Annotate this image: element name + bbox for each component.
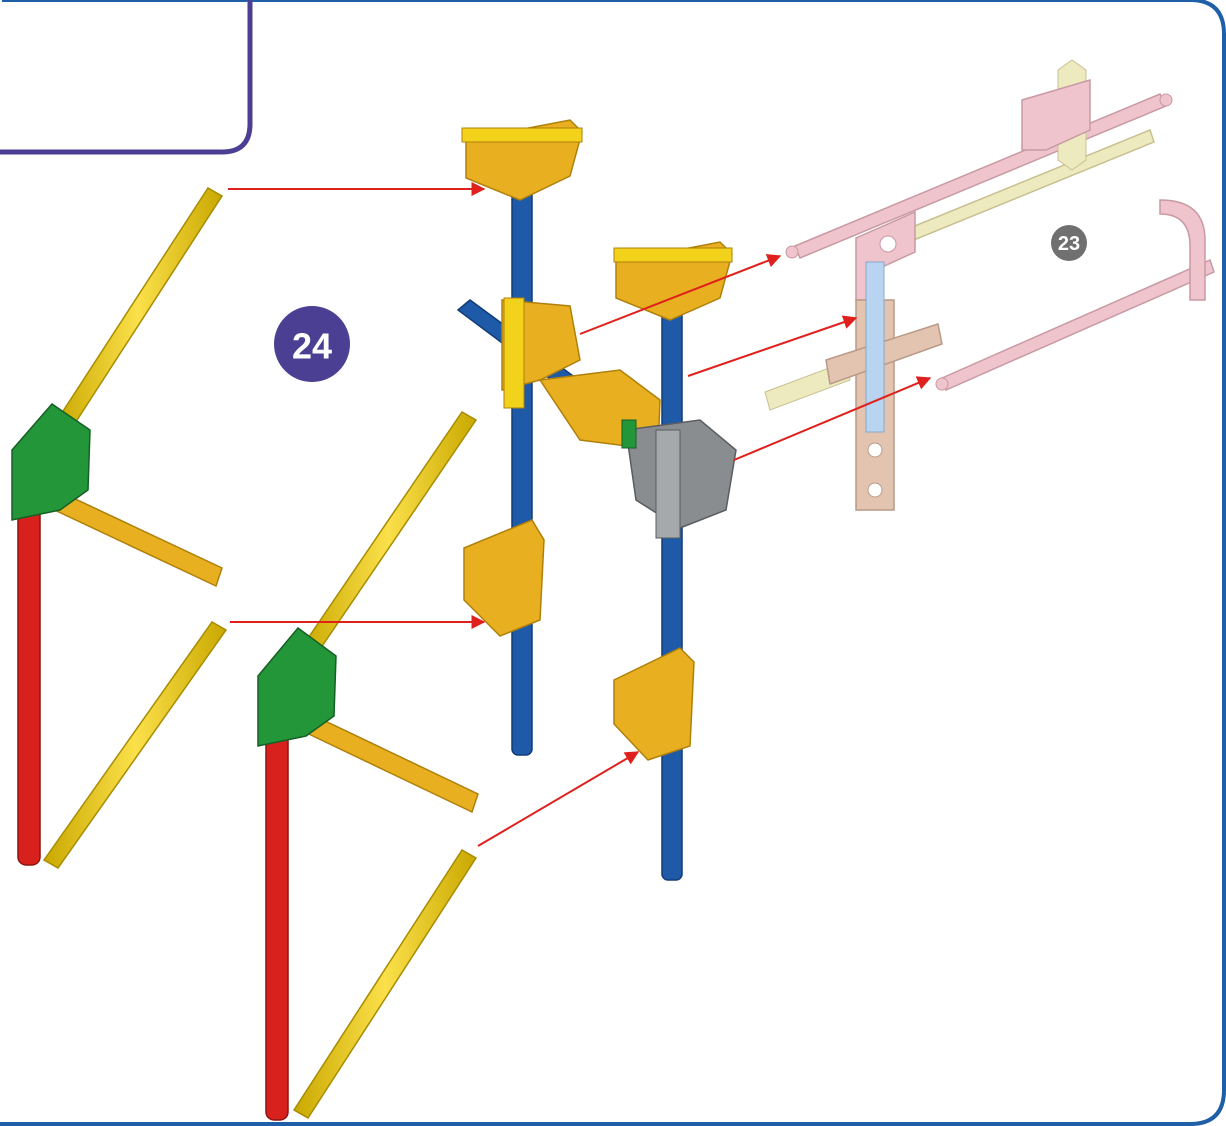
step-24-badge: 24 <box>274 306 350 382</box>
yellow-rod-icon <box>52 186 224 436</box>
green-connector-icon <box>11 403 91 521</box>
left-assembly <box>11 186 228 869</box>
middle-assembly <box>257 411 479 1121</box>
callout-box <box>0 0 253 155</box>
step-24-number: 24 <box>292 326 332 367</box>
gray-connector-icon <box>625 419 737 539</box>
green-connector-icon <box>621 419 637 449</box>
orange-connector-icon <box>461 119 733 761</box>
step-23-badge: 23 <box>1051 225 1087 261</box>
green-connector-icon <box>257 626 337 747</box>
step-23-number: 23 <box>1058 233 1080 255</box>
previous-model-assembly: 23 <box>764 59 1215 511</box>
lightblue-rod-icon <box>865 261 885 433</box>
yellow-rod-icon <box>45 486 223 588</box>
red-arrow-icon <box>228 182 932 847</box>
yellow-rod-icon <box>42 621 228 869</box>
red-rod-icon <box>265 719 289 1121</box>
yellow-rod-icon <box>292 848 478 1120</box>
red-rod-icon <box>17 499 41 866</box>
